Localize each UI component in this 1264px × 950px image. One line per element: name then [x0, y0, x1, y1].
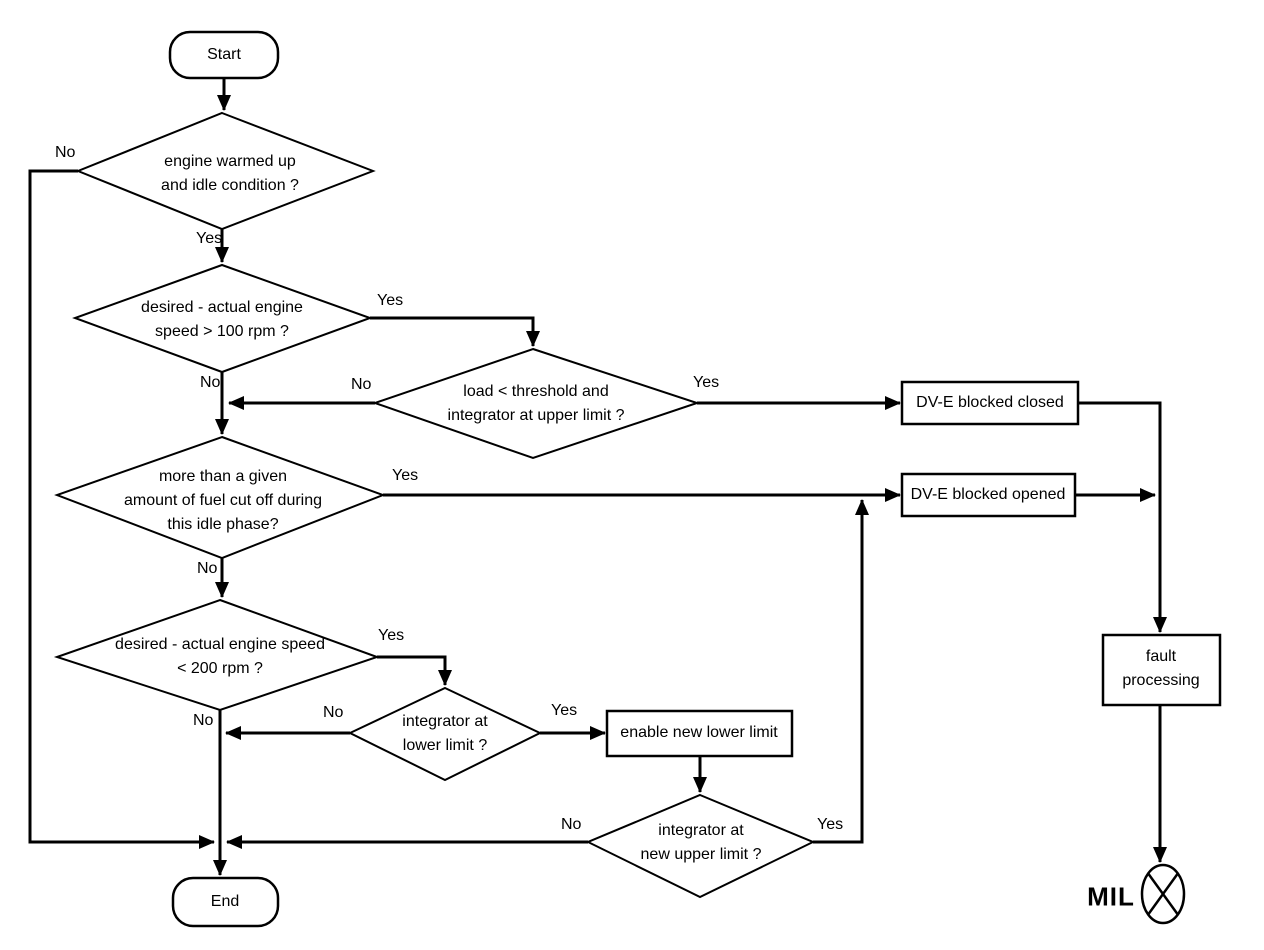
- decision-fuel-cutoff-label: more than a given amount of fuel cut off…: [123, 468, 323, 533]
- start-label: Start: [207, 46, 241, 63]
- decision-warm-idle: [75, 111, 376, 231]
- process-dve-blocked-opened: [900, 472, 1077, 518]
- edge-label-fuel-cutoff-yes: Yes: [392, 467, 419, 484]
- process-fault-processing: [1101, 633, 1222, 707]
- process-fault-processing-label: fault processing: [1122, 648, 1200, 689]
- edge-label-new-upper-yes: Yes: [817, 816, 844, 833]
- decision-integrator-new-upper-label: integrator at new upper limit ?: [640, 822, 762, 863]
- edge-label-load-threshold-yes: Yes: [693, 374, 720, 391]
- edge-speed100-yes: [370, 316, 540, 347]
- edge-warm-idle-no-loop: [28, 169, 215, 849]
- edge-label-speed100-yes: Yes: [377, 292, 404, 309]
- edge-label-integrator-lower-no: No: [323, 704, 344, 721]
- decision-integrator-lower-label: integrator at lower limit ?: [402, 713, 488, 754]
- decision-speed-lt-200-label: desired - actual engine speed < 200 rpm …: [115, 636, 325, 677]
- decision-fuel-cutoff: [54, 435, 386, 560]
- decision-warm-idle-label: engine warmed up and idle condition ?: [161, 153, 299, 194]
- decision-load-threshold: [371, 347, 701, 460]
- edge-label-warm-idle-yes: Yes: [196, 230, 223, 247]
- decision-integrator-new-upper: [585, 793, 816, 899]
- edge-label-fuel-cutoff-no: No: [197, 560, 218, 577]
- process-enable-new-lower-limit-label: enable new lower limit: [620, 724, 778, 741]
- decision-speed-gt-100: [72, 263, 373, 374]
- process-enable-new-lower-limit: [605, 709, 794, 758]
- decision-speed-gt-100-label: desired - actual engine speed > 100 rpm …: [141, 299, 303, 340]
- process-dve-blocked-closed: [900, 380, 1080, 426]
- start-terminal: [168, 30, 280, 80]
- edge-speed200-yes: [377, 655, 452, 686]
- edge-closed-to-fault-processing: [1078, 401, 1167, 633]
- edge-label-load-threshold-no: No: [351, 376, 372, 393]
- edge-label-speed200-yes: Yes: [378, 627, 405, 644]
- edge-label-new-upper-no: No: [561, 816, 582, 833]
- edge-label-speed100-no: No: [200, 374, 221, 391]
- mil-lamp-icon: [1140, 863, 1186, 925]
- edge-label-speed200-no: No: [193, 712, 214, 729]
- edge-layer: [28, 78, 1167, 876]
- mil-label: MIL: [1087, 881, 1135, 912]
- edge-new-upper-yes: [813, 499, 869, 844]
- decision-speed-lt-200: [53, 598, 381, 712]
- decision-integrator-lower: [347, 686, 543, 782]
- mil-lamp-cross-2: [1147, 872, 1179, 916]
- process-dve-blocked-closed-label: DV-E blocked closed: [916, 394, 1064, 411]
- end-label: End: [210, 893, 240, 910]
- end-terminal: [171, 876, 280, 928]
- node-layer: [53, 30, 1222, 928]
- process-dve-blocked-opened-label: DV-E blocked opened: [910, 486, 1066, 503]
- edge-label-warm-idle-no: No: [55, 144, 76, 161]
- edge-label-integrator-lower-yes: Yes: [551, 702, 578, 719]
- decision-load-threshold-label: load < threshold and integrator at upper…: [447, 383, 625, 424]
